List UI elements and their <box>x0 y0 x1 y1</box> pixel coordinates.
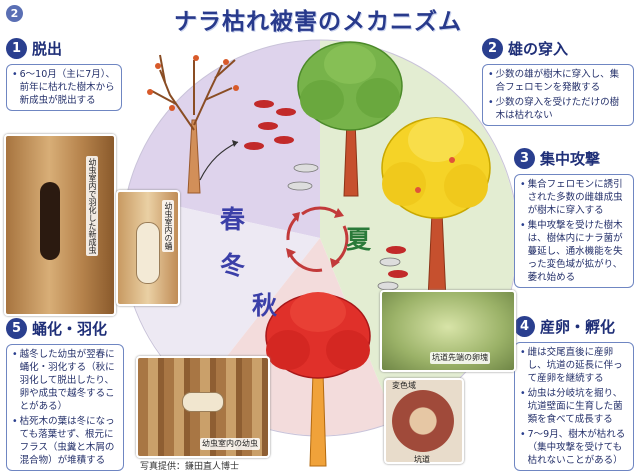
section-2-number: 2 <box>482 38 503 59</box>
photo-pupa: 幼虫室内の蛹 <box>116 190 180 306</box>
section-5-title: 蛹化・羽化 <box>32 320 108 338</box>
red-tree <box>265 292 371 467</box>
photo-cross-section <box>384 378 464 464</box>
yellow-tree <box>381 117 491 301</box>
section-2-bullet-2: 少数の穿入を受けただけの樹木は枯れない <box>495 97 620 121</box>
section-3-title: 集中攻撃 <box>540 150 601 168</box>
section-3-bullet-2: 集中攻撃を受けた樹木は、樹体内にナラ菌が蔓延し、通水機能を失った変色域が拡がり、… <box>527 220 623 283</box>
section-3-bullet-1: 集合フェロモンに誘引された多数の雌雄成虫が樹木に穿入する <box>527 179 623 216</box>
section-3-note: •集合フェロモンに誘引された多数の雌雄成虫が樹木に穿入する •集中攻撃を受けた樹… <box>514 174 634 288</box>
label-discolored-zone: 変色域 <box>392 381 416 390</box>
section-3-number: 3 <box>514 148 535 169</box>
beetles-flying <box>244 100 408 291</box>
section-4-number: 4 <box>514 316 535 337</box>
section-4-bullet-1: 雌は交尾直後に産卵し、坑道の延長に伴って産卵を継続する <box>527 347 623 384</box>
cycle-arrows <box>286 206 349 272</box>
season-summer: 夏 <box>346 225 372 254</box>
section-4-bullet-3: 7～9月、樹木が枯れる（集中攻撃を受けても枯れないことがある） <box>527 429 626 466</box>
bare-tree <box>147 54 239 194</box>
section-5-number: 5 <box>6 318 27 339</box>
section-4-bullet-2: 幼虫は分岐坑を掘り、坑道壁面に生育した菌類を食べて成長する <box>527 388 623 425</box>
page-number-badge: 2 <box>6 5 23 22</box>
caption-larva: 幼虫室内の幼虫 <box>200 438 260 450</box>
section-2-bullet-1: 少数の雄が樹木に穿入し、集合フェロモンを発散する <box>495 69 620 93</box>
section-4-note: •雌は交尾直後に産卵し、坑道の延長に伴って産卵を継続する •幼虫は分岐坑を掘り、… <box>514 342 634 471</box>
page-title: ナラ枯れ被害のメカニズム <box>174 9 462 35</box>
section-1-number: 1 <box>6 38 27 59</box>
caption-egg-mass: 坑道先端の卵塊 <box>430 352 490 364</box>
section-5-heading: 5 蛹化・羽化 <box>6 318 107 339</box>
section-5-bullet-1: 越冬した幼虫が翌春に蛹化・羽化する（秋に羽化して脱出したり、卵や成虫で越冬するこ… <box>19 349 115 412</box>
section-4-heading: 4 産卵・孵化 <box>514 316 615 337</box>
caption-pupa: 幼虫室内の蛹 <box>162 200 174 252</box>
section-5-note: •越冬した幼虫が翌春に蛹化・羽化する（秋に羽化して脱出したり、卵や成虫で越冬する… <box>6 344 124 471</box>
label-tunnel: 坑道 <box>414 455 430 464</box>
photo-larva: 幼虫室内の幼虫 <box>136 356 270 458</box>
caption-new-adult: 幼虫室内で羽化した新成虫 <box>86 156 98 256</box>
section-3-heading: 3 集中攻撃 <box>514 148 600 169</box>
photo-new-adult: 幼虫室内で羽化した新成虫 <box>4 134 116 316</box>
section-2-note: •少数の雄が樹木に穿入し、集合フェロモンを発散する •少数の穿入を受けただけの樹… <box>482 64 634 126</box>
section-1-title: 脱出 <box>32 40 63 58</box>
photo-credit: 写真提供：鎌田直人博士 <box>140 462 240 472</box>
photo-egg-mass: 坑道先端の卵塊 <box>380 290 516 372</box>
section-5-bullet-2: 枯死木の葉は冬になっても落葉せず、根元にフラス（虫糞と木屑の混合物）が堆積する <box>19 416 115 466</box>
season-spring: 春 <box>220 205 246 234</box>
section-2-title: 雄の穿入 <box>508 40 569 58</box>
season-winter: 冬 <box>220 251 246 280</box>
section-1-note: •6～10月（主に7月）、前年に枯れた樹木から新成虫が脱出する <box>6 64 122 111</box>
section-1-heading: 1 脱出 <box>6 38 62 59</box>
green-tree <box>297 41 403 197</box>
section-2-heading: 2 雄の穿入 <box>482 38 568 59</box>
section-1-bullet-1: 6～10月（主に7月）、前年に枯れた樹木から新成虫が脱出する <box>19 69 116 106</box>
season-autumn: 秋 <box>252 291 278 320</box>
section-4-title: 産卵・孵化 <box>540 318 616 336</box>
